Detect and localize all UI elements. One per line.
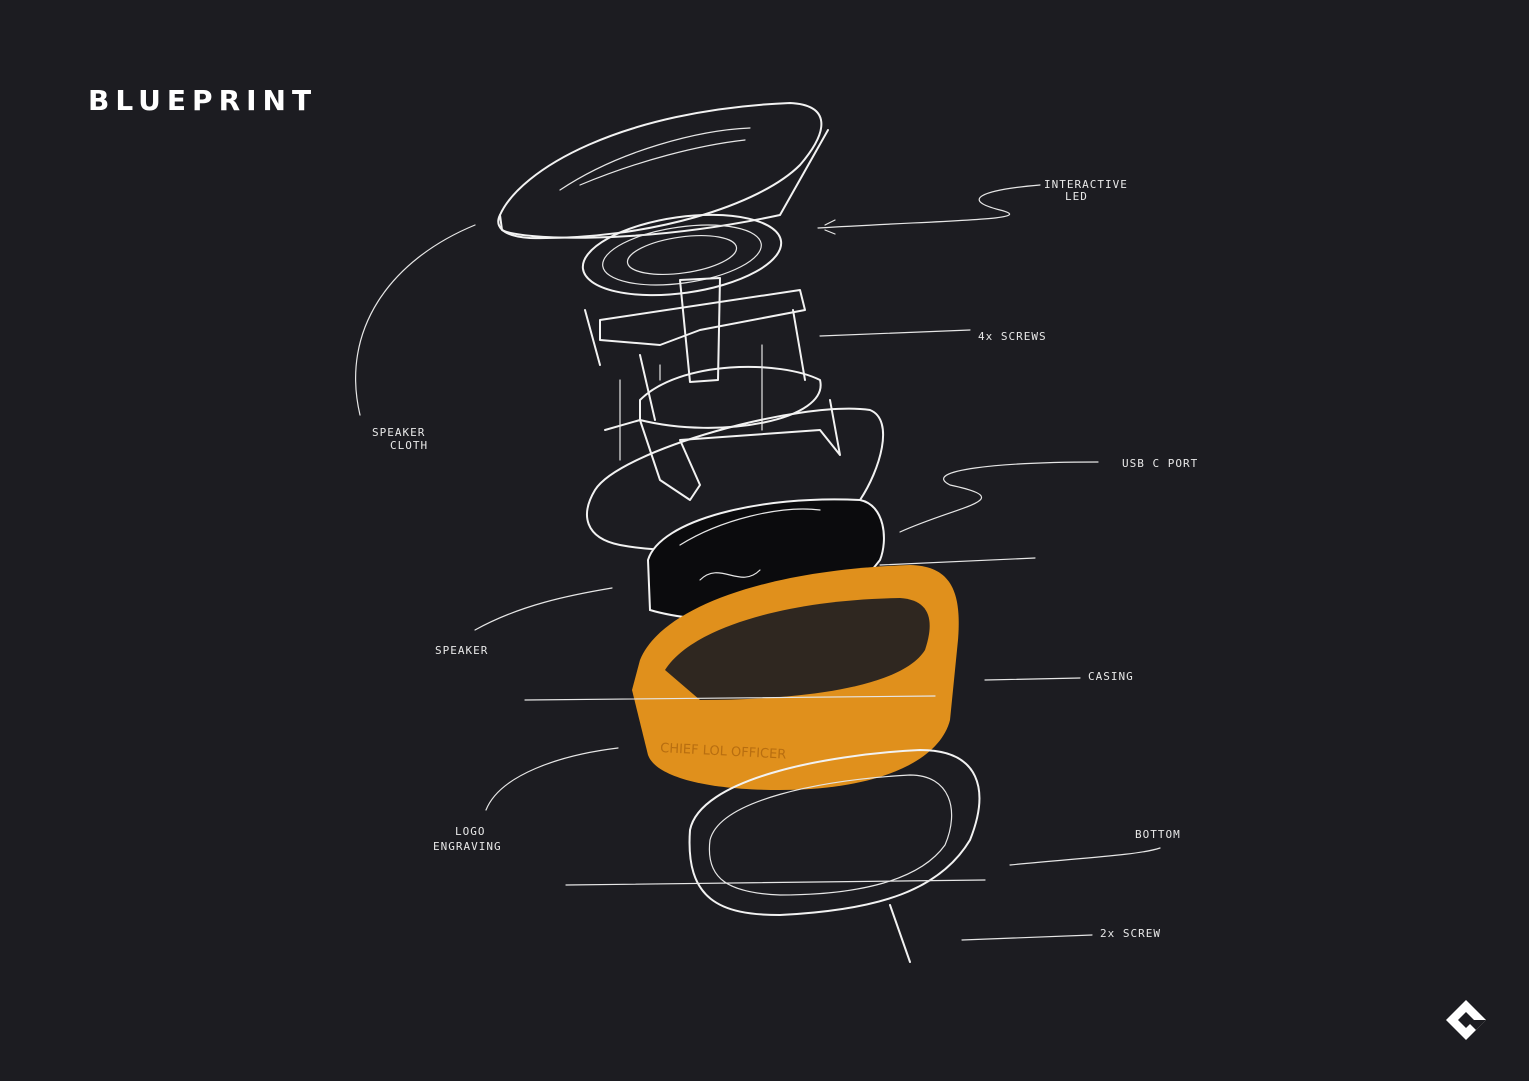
labels: INTERACTIVE LED 4x SCREWS USB C PORT SPE… xyxy=(372,178,1198,940)
frame xyxy=(584,277,841,501)
label-usbc-port: USB C PORT xyxy=(1122,457,1198,470)
page-title: BLUEPRINT xyxy=(88,84,318,117)
top-cover xyxy=(497,102,829,240)
label-speaker-cloth-line2: CLOTH xyxy=(390,439,428,452)
logo-engraving-text: CHIEF LOL OFFICER xyxy=(660,741,787,763)
leader-arrows xyxy=(355,184,1161,941)
guide-lines xyxy=(524,557,1036,886)
diamond-logo-icon xyxy=(1446,1000,1486,1040)
label-logo-engraving-line2: ENGRAVING xyxy=(433,840,502,853)
label-4x-screws: 4x SCREWS xyxy=(978,330,1047,343)
label-casing: CASING xyxy=(1088,670,1134,683)
label-interactive-led-line2: LED xyxy=(1065,190,1088,203)
label-speaker: SPEAKER xyxy=(435,644,488,657)
label-2x-screw: 2x SCREW xyxy=(1100,927,1161,940)
label-logo-engraving-line1: LOGO xyxy=(455,825,486,838)
led-grid xyxy=(581,213,783,297)
label-bottom: BOTTOM xyxy=(1135,828,1181,841)
label-interactive-led-line1: INTERACTIVE xyxy=(1044,178,1128,191)
label-speaker-cloth-line1: SPEAKER xyxy=(372,426,425,439)
casing: CHIEF LOL OFFICER xyxy=(632,565,959,790)
bottom-plate xyxy=(688,749,981,963)
